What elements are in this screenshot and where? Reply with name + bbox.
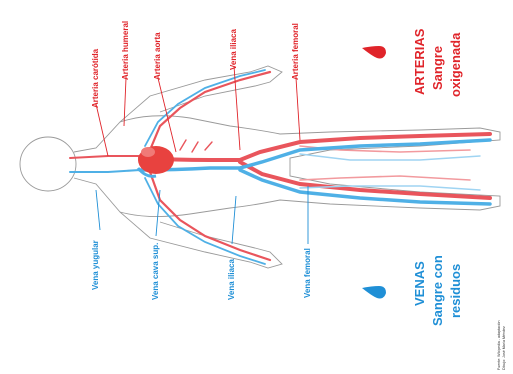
arterias-title: ARTERIAS xyxy=(412,28,427,95)
venas-line2: Sangre con xyxy=(430,255,445,326)
arterias-line3: oxigenada xyxy=(448,32,463,97)
credits: Fuente: Wikipedia - adaptación Dibujo: J… xyxy=(497,320,506,370)
label-vena-iliaca-top: Vena iliaca xyxy=(229,29,238,70)
label-vena-yugular: Vena yugular xyxy=(91,240,100,290)
red-drop-icon xyxy=(362,46,386,58)
arteries xyxy=(70,72,490,260)
legend-venas: VENAS Sangre con residuos xyxy=(362,255,463,326)
arterias-line2: Sangre xyxy=(430,46,445,90)
label-arteria-aorta: Arteria aorta xyxy=(153,32,162,80)
legend-arterias: ARTERIAS Sangre oxigenada xyxy=(362,28,463,97)
venas-title: VENAS xyxy=(412,261,427,306)
label-vena-iliaca-bottom: Vena iliaca xyxy=(227,259,236,300)
veins xyxy=(70,70,490,264)
credits-line2: Dibujo: José María Méndez xyxy=(502,326,506,370)
venas-line3: residuos xyxy=(448,264,463,318)
label-arteria-humeral: Arteria humeral xyxy=(121,21,130,80)
label-arteria-femoral: Arteria femoral xyxy=(291,23,300,80)
credits-line1: Fuente: Wikipedia - adaptación xyxy=(497,320,501,370)
label-arteria-carotida: Arteria carótida xyxy=(91,48,100,108)
blue-drop-icon xyxy=(362,286,386,298)
label-vena-femoral: Vena femoral xyxy=(303,248,312,298)
vein-labels: Vena yugular Vena cava sup. Vena iliaca … xyxy=(91,240,312,300)
heart xyxy=(138,146,174,176)
artery-labels: Arteria carótida Arteria humeral Arteria… xyxy=(91,21,300,108)
label-vena-cava-sup: Vena cava sup. xyxy=(151,243,160,300)
